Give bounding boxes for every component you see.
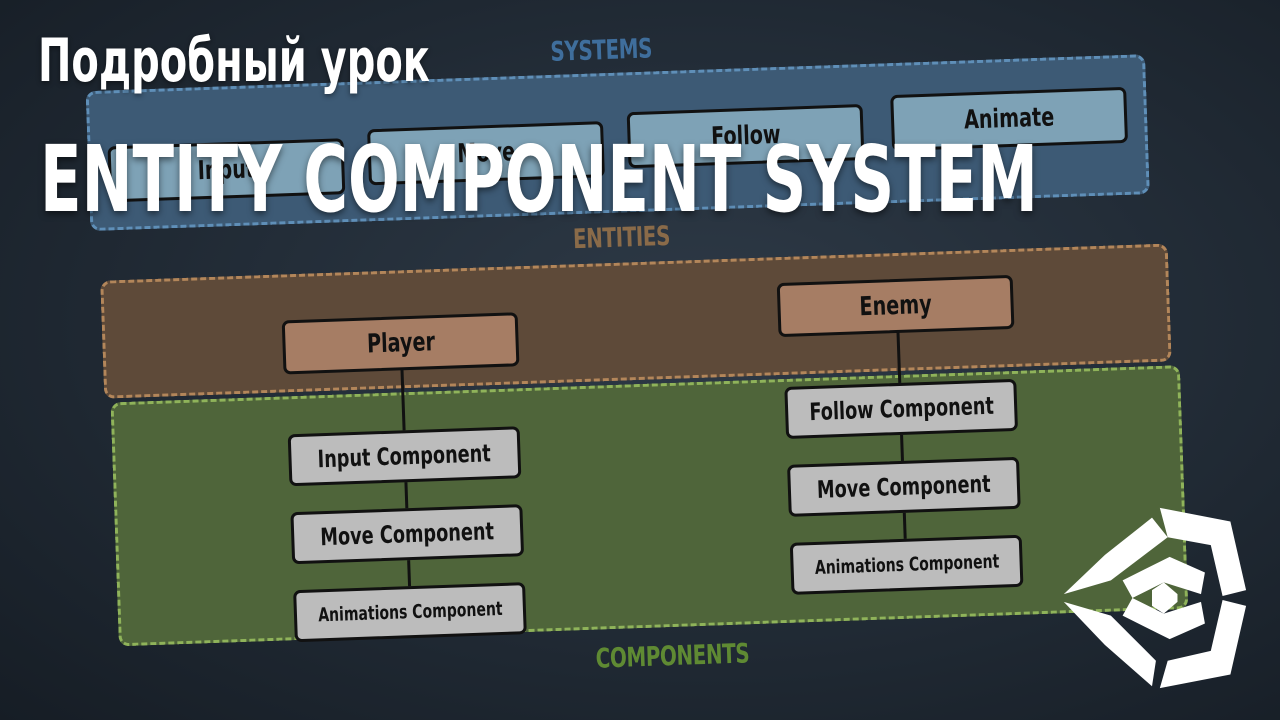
title-main: ENTITY COMPONENT SYSTEM bbox=[40, 126, 1038, 233]
systems-label: SYSTEMS bbox=[549, 33, 653, 68]
entity-enemy: Enemy bbox=[776, 274, 1015, 338]
components-zone bbox=[110, 365, 1189, 647]
player-input-component: Input Component bbox=[287, 426, 522, 487]
components-label: COMPONENTS bbox=[595, 638, 750, 675]
enemy-follow-component: Follow Component bbox=[784, 378, 1019, 439]
entity-player: Player bbox=[281, 312, 520, 375]
enemy-move-component: Move Component bbox=[787, 456, 1021, 517]
player-move-component: Move Component bbox=[290, 504, 525, 565]
title-subtitle: Подробный урок bbox=[38, 26, 430, 96]
player-animations-component: Animations Component bbox=[293, 582, 527, 643]
unity-logo-icon bbox=[1063, 507, 1247, 689]
enemy-animations-component: Animations Component bbox=[789, 534, 1024, 595]
